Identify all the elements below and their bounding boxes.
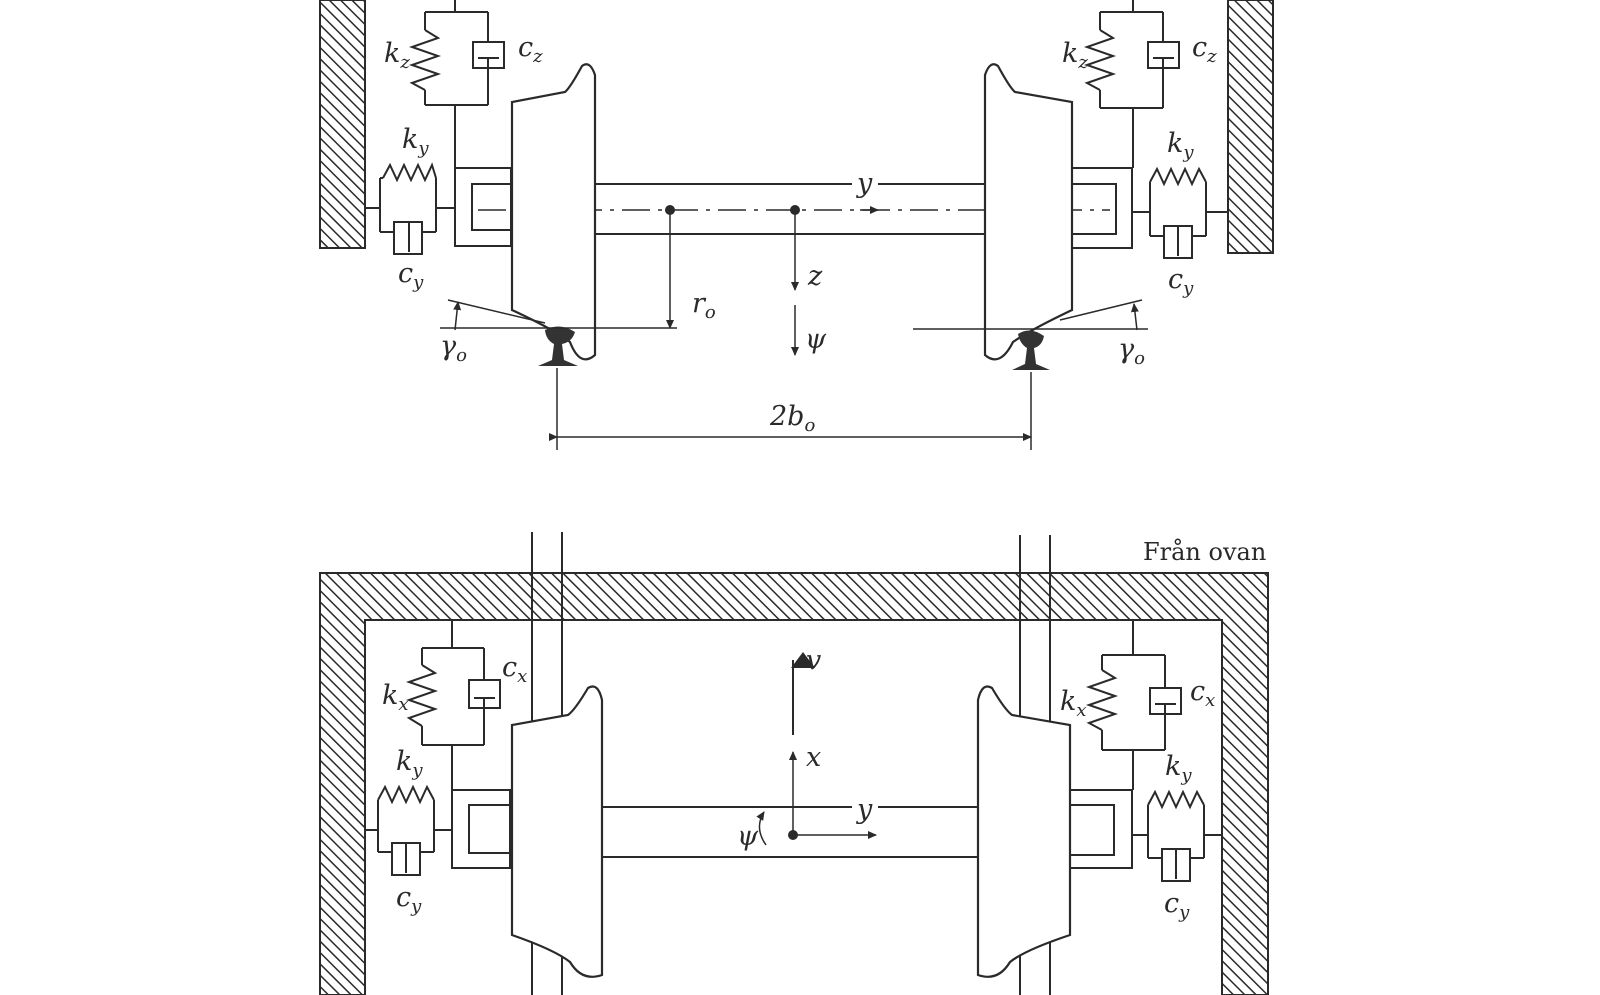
label-cy-left: cy	[398, 258, 424, 293]
label-axis-y-front: y	[856, 168, 873, 199]
label-kx-right: kx	[1060, 686, 1087, 721]
label-kz-left: kz	[384, 38, 410, 73]
left-axle-box	[454, 167, 513, 247]
right-axle-box	[1071, 167, 1133, 249]
label-ky-left-top: ky	[396, 746, 423, 781]
label-cy-left-top: cy	[396, 882, 422, 917]
label-cz-left: cz	[518, 32, 543, 67]
label-axis-x: x	[806, 742, 821, 773]
label-cy-right-top: cy	[1164, 888, 1190, 923]
label-axis-v: v	[806, 645, 821, 676]
label-cone-angle-left: γo	[440, 331, 467, 366]
right-frame-wall	[1227, 0, 1274, 254]
label-ky-right: ky	[1167, 128, 1194, 163]
label-axis-z: z	[807, 261, 823, 292]
label-cz-right: cz	[1192, 32, 1217, 67]
right-lateral-suspension	[1132, 166, 1228, 259]
right-longitudinal-suspension	[1085, 620, 1182, 790]
left-vertical-suspension	[408, 0, 505, 168]
left-wheel	[510, 63, 597, 361]
right-lateral-suspension-top	[1132, 789, 1222, 882]
left-frame-wall	[319, 0, 366, 249]
right-axle-box-top	[1069, 789, 1133, 869]
label-cx-left: cx	[502, 652, 527, 687]
label-ky-right-top: ky	[1165, 751, 1192, 786]
axle-top	[602, 806, 978, 858]
left-axle-box-top	[451, 789, 512, 869]
label-cone-angle-right: γo	[1118, 334, 1145, 369]
label-axis-psi-top: ψ	[737, 821, 759, 852]
left-lateral-suspension	[365, 162, 455, 255]
label-kx-left: kx	[382, 680, 409, 715]
right-vertical-suspension	[1083, 0, 1180, 168]
left-lateral-suspension-top	[365, 784, 452, 876]
view-title: Från ovan	[1143, 537, 1266, 566]
front-view: kz cz ky cy kz cz ky cy y z ψ ro γo γo 2…	[319, 0, 1274, 450]
label-kz-right: kz	[1062, 38, 1088, 73]
right-wheel-top	[976, 685, 1072, 978]
bogie-frame	[319, 572, 1269, 995]
label-axis-y-top: y	[856, 794, 873, 825]
left-wheel-top	[510, 685, 604, 978]
left-rail	[538, 326, 578, 366]
left-longitudinal-suspension	[405, 620, 501, 790]
right-wheel	[983, 63, 1074, 361]
label-axis-psi-front: ψ	[805, 324, 827, 355]
top-view: Från ovan	[319, 532, 1269, 995]
label-cy-right: cy	[1168, 264, 1194, 299]
label-cx-right: cx	[1190, 676, 1215, 711]
label-gauge: 2bo	[769, 401, 815, 436]
right-rail	[1012, 330, 1050, 370]
label-ky-left: ky	[402, 124, 429, 159]
label-rolling-radius: ro	[692, 288, 716, 323]
